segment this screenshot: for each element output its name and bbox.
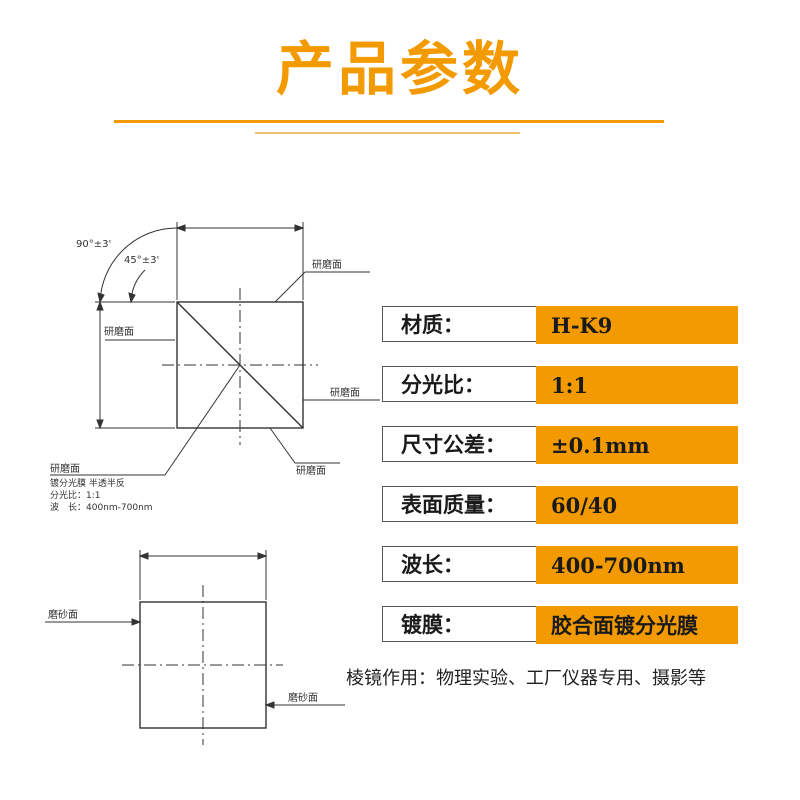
note-face: 研磨面 <box>50 463 80 475</box>
param-value: 400-700nm <box>536 546 738 584</box>
param-value: 60/40 <box>536 486 738 524</box>
param-value: 胶合面镀分光膜 <box>536 606 738 644</box>
param-value: 1:1 <box>536 366 738 404</box>
param-label: 分光比： <box>382 366 536 402</box>
param-row-material: 材质： H-K9 <box>382 306 738 344</box>
param-row-surface-quality: 表面质量： 60/40 <box>382 486 738 524</box>
cube-side-view <box>139 601 267 729</box>
ground-face-label-bottom: 研磨面 <box>296 465 326 477</box>
note-coating: 镀分光膜 半透半反 <box>50 477 125 489</box>
param-value: ±0.1mm <box>536 426 738 464</box>
angle-45-label: 45°±3' <box>124 255 159 266</box>
param-label: 材质： <box>382 306 536 342</box>
page-title: 产品参数 <box>275 35 524 103</box>
title-divider-secondary <box>255 132 520 134</box>
param-row-coating: 镀膜： 胶合面镀分光膜 <box>382 606 738 644</box>
technical-drawing: 90°±3' 45°±3' 研磨面 研磨面 研磨面 研磨面 研磨面 镀分光膜 半… <box>45 222 380 745</box>
ground-face-label-right: 研磨面 <box>330 387 360 399</box>
frosted-face-label-right: 磨砂面 <box>288 691 318 704</box>
param-value: H-K9 <box>536 306 738 344</box>
param-row-wavelength: 波长： 400-700nm <box>382 546 738 584</box>
param-row-split-ratio: 分光比： 1:1 <box>382 366 738 404</box>
ground-face-label-top: 研磨面 <box>312 259 342 271</box>
usage-text: 棱镜作用：物理实验、工厂仪器专用、摄影等 <box>346 668 706 689</box>
param-label: 尺寸公差： <box>382 426 536 462</box>
frosted-face-label-left: 磨砂面 <box>48 608 78 621</box>
param-label: 镀膜： <box>382 606 536 642</box>
param-label: 波长： <box>382 546 536 582</box>
ground-face-label-left: 研磨面 <box>104 326 134 338</box>
angle-90-label: 90°±3' <box>76 239 111 250</box>
note-ratio: 分光比：1:1 <box>50 489 101 501</box>
param-row-tolerance: 尺寸公差： ±0.1mm <box>382 426 738 464</box>
title-divider <box>114 120 664 123</box>
note-wavelength: 波 长：400nm-700nm <box>50 501 153 513</box>
param-label: 表面质量： <box>382 486 536 522</box>
